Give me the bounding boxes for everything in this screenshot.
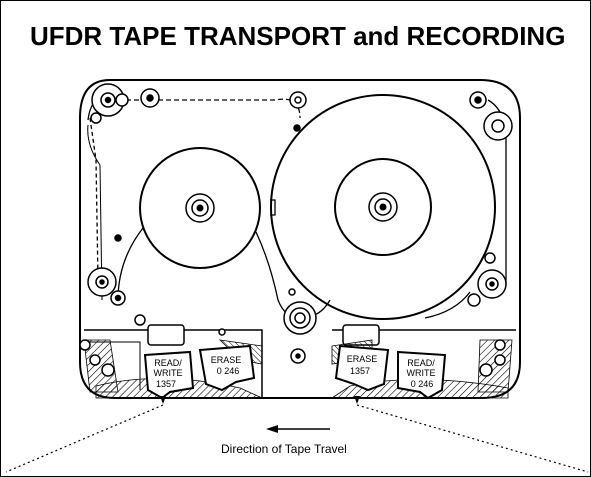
head-right-erase-line2: 1357: [350, 366, 370, 376]
head-right-rw-line1: READ/: [407, 358, 435, 368]
head-left-erase-line1: ERASE: [211, 355, 242, 365]
head-right-rw-line3: 0 246: [411, 379, 434, 389]
head-right-readwrite: READ/ WRITE 0 246: [397, 350, 447, 400]
head-left-readwrite: READ/ WRITE 1357: [143, 350, 195, 400]
callout-markers: [160, 396, 360, 404]
head-left-rw-line2: WRITE: [154, 368, 183, 378]
head-right-rw-line2: WRITE: [407, 368, 436, 378]
callout-lines: [5, 404, 589, 473]
head-left-erase: ERASE 0 246: [198, 344, 256, 392]
direction-arrow: [266, 425, 330, 433]
head-right-erase-line1: ERASE: [347, 354, 378, 364]
direction-caption: Direction of Tape Travel: [221, 442, 347, 456]
supply-reel: [139, 147, 261, 269]
head-right-erase: ERASE 1357: [334, 344, 390, 392]
head-left-rw-line3: 1357: [156, 379, 176, 389]
guide-rollers: [79, 83, 513, 377]
takeup-reel: [270, 94, 496, 320]
page-title: UFDR TAPE TRANSPORT and RECORDING: [30, 21, 566, 51]
head-left-erase-line2: 0 246: [217, 366, 240, 376]
head-left-rw-line1: READ/: [154, 358, 182, 368]
